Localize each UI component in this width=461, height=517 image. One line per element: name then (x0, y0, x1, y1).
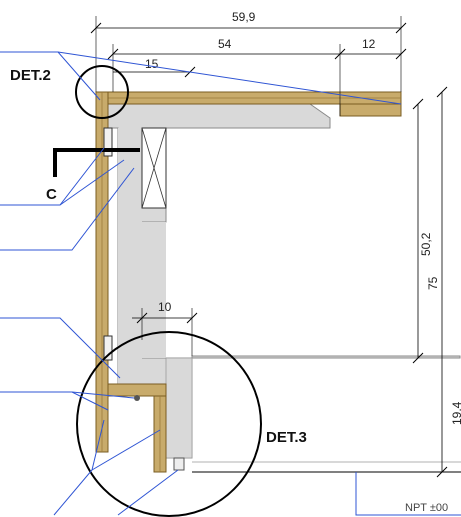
dim-10: 10 (158, 300, 172, 314)
dim-75: 75 (426, 276, 440, 290)
concrete-lower (142, 222, 166, 358)
det2-circle (75, 65, 129, 119)
top-board-end (339, 103, 402, 117)
tick-9 (412, 98, 424, 110)
section-marker (53, 148, 140, 177)
tick-2 (395, 22, 407, 34)
foot-plate (173, 457, 185, 471)
dim-54: 54 (218, 37, 232, 51)
connector-lower (103, 335, 113, 361)
tick-7 (136, 312, 148, 324)
dim-50-2: 50,2 (419, 232, 433, 256)
tick-5 (395, 48, 407, 60)
tick-8 (186, 312, 198, 324)
dim-59-9: 59,9 (232, 10, 256, 24)
concrete-column (118, 128, 142, 390)
npt-label: NPT ±00 (405, 502, 448, 514)
tick-12 (436, 466, 448, 478)
dim-12: 12 (362, 37, 376, 51)
leader-lines (0, 51, 402, 516)
tick-3 (107, 48, 119, 60)
dim-15: 15 (145, 57, 159, 71)
insulation-cross-2 (141, 127, 167, 209)
det2-label: DET.2 (10, 67, 51, 84)
det3-circle (76, 331, 262, 517)
section-label: C (46, 186, 57, 203)
tick-1 (90, 22, 102, 34)
tick-11 (436, 86, 448, 98)
dim-19-4: 19,4 (450, 401, 461, 425)
connector-upper (103, 127, 113, 157)
npt-leader (355, 472, 461, 516)
concrete-foot (165, 357, 193, 459)
lower-shelf (107, 383, 167, 397)
fixing-point (134, 395, 140, 401)
tick-10 (412, 352, 424, 364)
det3-label: DET.3 (266, 429, 307, 446)
